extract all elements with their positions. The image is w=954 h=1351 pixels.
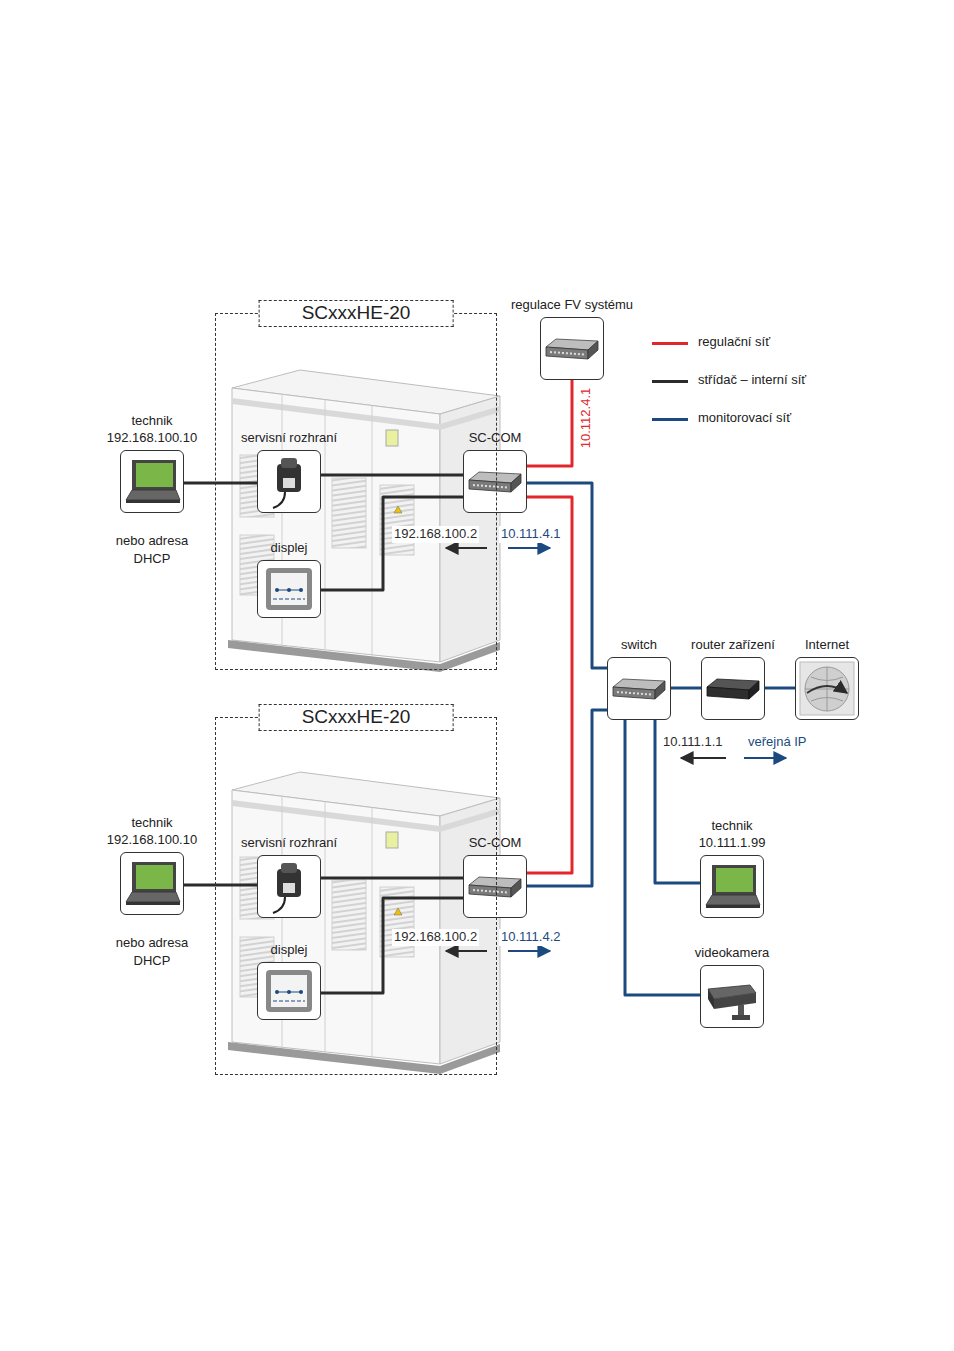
- ip-address: 10.111.4.1: [499, 526, 563, 543]
- node-label: router zařízení: [653, 636, 813, 654]
- device-box: Internet: [795, 657, 859, 720]
- node-label: regulace FV systému: [487, 296, 657, 314]
- inverter-cabinet: [228, 370, 500, 672]
- device-box: SC-COM: [463, 450, 527, 513]
- node-label: servisní rozhraní: [209, 429, 369, 447]
- node-label: SC-COM: [415, 429, 575, 447]
- node-label: servisní rozhraní: [209, 834, 369, 852]
- legend-text: monitorovací síť: [698, 410, 791, 427]
- network-cable: [527, 710, 607, 886]
- node-label: Internet: [747, 636, 907, 654]
- device-box: servisní rozhraní: [257, 855, 321, 918]
- address-arrows: [446, 548, 786, 951]
- network-cable: [671, 687, 701, 690]
- device-box: displej: [257, 962, 321, 1020]
- node-label: displej: [209, 539, 369, 557]
- legend-text: regulační síť: [698, 334, 770, 351]
- region-title: SCxxxHE-20: [259, 300, 454, 327]
- node-label: technik 192.168.100.10: [96, 412, 208, 447]
- device-box: videokamera: [700, 965, 764, 1028]
- device-box: servisní rozhraní: [257, 450, 321, 513]
- network-cable: [527, 380, 572, 466]
- ip-address: 192.168.100.2: [392, 526, 479, 543]
- node-label: technik 10.111.1.99: [686, 817, 778, 852]
- network-cable: [321, 474, 463, 477]
- legend-text: střídač – interní síť: [698, 372, 806, 389]
- network-cable: [765, 687, 795, 690]
- device-box: SC-COM: [463, 855, 527, 918]
- legend-swatch: [652, 342, 688, 345]
- legend-swatch: [652, 418, 688, 421]
- device-box: displej: [257, 560, 321, 618]
- node-label: nebo adresa DHCP: [106, 934, 198, 969]
- ip-address: 10.111.4.2: [499, 929, 563, 946]
- node-label: nebo adresa DHCP: [106, 532, 198, 567]
- edge-label: 10.112.4.1: [578, 386, 595, 450]
- device-box: regulace FV systému: [540, 317, 604, 380]
- legend-swatch: [652, 380, 688, 383]
- node-label: technik 192.168.100.10: [96, 814, 208, 849]
- device-box: technik 192.168.100.10nebo adresa DHCP: [120, 852, 184, 915]
- ip-address: 192.168.100.2: [392, 929, 479, 946]
- ip-address: veřejná IP: [746, 734, 809, 751]
- network-cable: [527, 483, 607, 668]
- network-cable: [527, 497, 572, 873]
- network-cable: [321, 497, 463, 590]
- network-cable: [625, 720, 700, 995]
- device-box: technik 192.168.100.10nebo adresa DHCP: [120, 450, 184, 513]
- node-label: SC-COM: [415, 834, 575, 852]
- network-cable: [321, 877, 463, 880]
- device-box: router zařízení: [701, 657, 765, 720]
- node-label: videokamera: [652, 944, 812, 962]
- inverter-region: SCxxxHE-20servisní rozhranídisplejSC-COM: [215, 717, 497, 1075]
- inverter-cabinet: [228, 772, 500, 1074]
- device-box: technik 10.111.1.99: [700, 855, 764, 918]
- inverter-region: SCxxxHE-20servisní rozhranídisplejSC-COM: [215, 313, 497, 670]
- ip-address: 10.111.1.1: [661, 734, 725, 751]
- network-cable: [184, 884, 257, 887]
- region-title: SCxxxHE-20: [259, 704, 454, 731]
- device-box: switch: [607, 657, 671, 720]
- network-cable: [184, 482, 257, 485]
- node-label: displej: [209, 941, 369, 959]
